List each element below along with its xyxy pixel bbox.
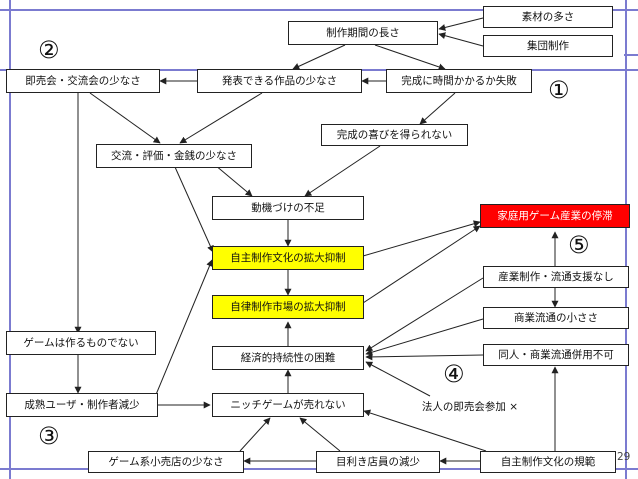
node-discerning-clerks-decline: 目利き店員の減少 [316, 451, 440, 473]
arrow-exchange-to-culture [174, 166, 214, 253]
node-production-period: 制作期間の長さ [288, 21, 438, 45]
node-indie-culture-norms: 自主制作文化の規範 [480, 451, 616, 473]
arrow-group-to-period [438, 32, 484, 47]
node-home-game-stagnation: 家庭用ゲーム産業の停滞 [480, 204, 630, 228]
marker-2: ② [38, 36, 60, 64]
arrow-culture-to-stagnation [362, 220, 481, 257]
node-indie-culture-suppression: 自主制作文化の拡大抑制 [212, 246, 364, 270]
node-exchange-reputation-money: 交流・評価・金銭の少なさ [96, 144, 252, 168]
marker-3: ③ [38, 422, 60, 450]
node-corporate-sales-event: 法人の即売会参加 × [421, 400, 519, 413]
node-games-not-made: ゲームは作るものでない [6, 331, 156, 355]
arrow-shops-to-niche [239, 417, 271, 452]
node-indie-market-suppression: 自律制作市場の拡大抑制 [212, 295, 364, 319]
node-game-shops-few: ゲーム系小売店の少なさ [88, 451, 244, 473]
node-presentable-works-few: 発表できる作品の少なさ [197, 69, 362, 93]
arrow-presentable-to-exchange [179, 92, 263, 144]
node-lack-of-motivation: 動機づけの不足 [212, 196, 364, 220]
node-commercial-distribution-small: 商業流通の小ささ [483, 307, 629, 329]
marker-5: ⑤ [568, 231, 590, 259]
page-number: 29 [617, 451, 631, 463]
arrow-failure-to-joy [419, 92, 456, 125]
node-sales-events-few: 即売会・交流会の少なさ [6, 69, 160, 93]
arrow-exchange-to-motivation [214, 164, 253, 197]
node-industry-support-none: 産業制作・流通支援なし [483, 266, 629, 288]
node-niche-games-unsold: ニッチゲームが売れない [212, 393, 364, 417]
arrow-clerks-to-niche [299, 417, 341, 452]
node-failure-long-time: 完成に時間かかるか失敗 [386, 69, 532, 93]
arrow-period-to-presentable [292, 44, 346, 70]
arrow-sales-to-exchange [89, 92, 161, 144]
marker-1: ① [548, 76, 570, 104]
node-doujin-commercial-exclusive: 同人・商業流通併用不可 [483, 344, 629, 366]
arrow-market-to-stagnation [362, 225, 481, 304]
arrow-mature-to-culture [154, 259, 213, 398]
arrow-commercial-to-economic [365, 318, 484, 356]
node-group-production: 集団制作 [483, 35, 613, 57]
arrow-norms-to-niche [363, 409, 487, 452]
arrow-corporate-to-economic [365, 361, 431, 397]
node-mature-users-decline: 成熟ユーザ・制作者減少 [6, 393, 158, 417]
marker-4: ④ [443, 360, 465, 388]
arrow-doujin-to-economic [365, 353, 484, 361]
node-joy-of-completion: 完成の喜びを得られない [321, 124, 468, 146]
node-material-variety: 素材の多さ [483, 6, 613, 28]
node-economic-sustainability: 経済的持続性の困難 [212, 346, 364, 370]
arrow-joy-to-motivation [304, 145, 381, 197]
arrow-material-to-period [438, 17, 484, 31]
arrow-support-to-economic [365, 277, 484, 352]
arrow-period-to-failure [374, 44, 446, 71]
